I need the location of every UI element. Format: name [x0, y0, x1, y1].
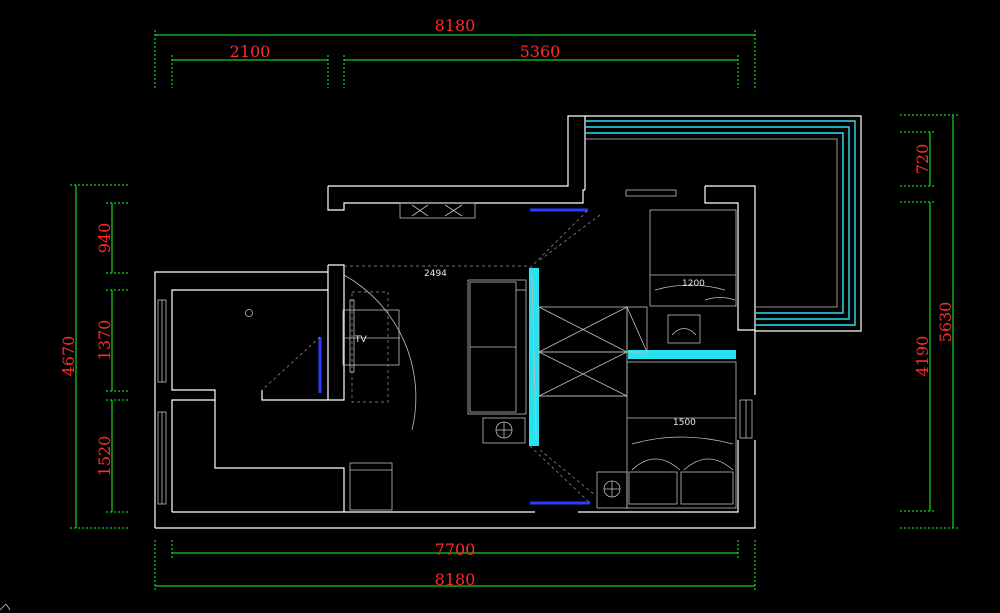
dim-left-seg2: 1370 — [95, 320, 114, 361]
dim-right-seg2: 4190 — [913, 336, 932, 377]
left-windows — [157, 299, 753, 505]
dim-left-seg1: 940 — [95, 223, 114, 254]
bed-2 — [596, 361, 737, 509]
tv-unit: TV — [342, 291, 400, 403]
dim-top-left: 2100 — [230, 42, 271, 61]
lamp-icon — [245, 309, 253, 317]
side-table — [482, 417, 526, 444]
dim-bottom-inner: 7700 — [435, 540, 476, 559]
balcony — [585, 115, 862, 332]
dim-top-total: 8180 — [435, 16, 476, 35]
dim-left-seg3: 1520 — [95, 436, 114, 477]
wardrobe — [538, 306, 648, 397]
dim-bottom-total: 8180 — [435, 570, 476, 589]
kitchen-counter — [399, 189, 677, 219]
ucs-icon — [0, 603, 11, 611]
tv-label: TV — [354, 335, 367, 345]
sofa — [467, 279, 527, 415]
dim-left-total: 4670 — [59, 336, 78, 377]
dimension-lines — [70, 30, 958, 591]
glass-partition-bedroom — [628, 350, 736, 359]
exterior-walls — [154, 115, 756, 529]
bed1-width-label: 1200 — [682, 279, 705, 289]
dim-right-total: 5630 — [936, 302, 955, 343]
doors — [261, 208, 591, 505]
dim-right-seg1: 720 — [913, 144, 932, 175]
bed-1 — [649, 209, 737, 344]
armchair — [349, 462, 393, 511]
living-width-label: 2494 — [424, 269, 447, 279]
bed2-width-label: 1500 — [673, 418, 696, 428]
dim-top-right: 5360 — [520, 42, 561, 61]
